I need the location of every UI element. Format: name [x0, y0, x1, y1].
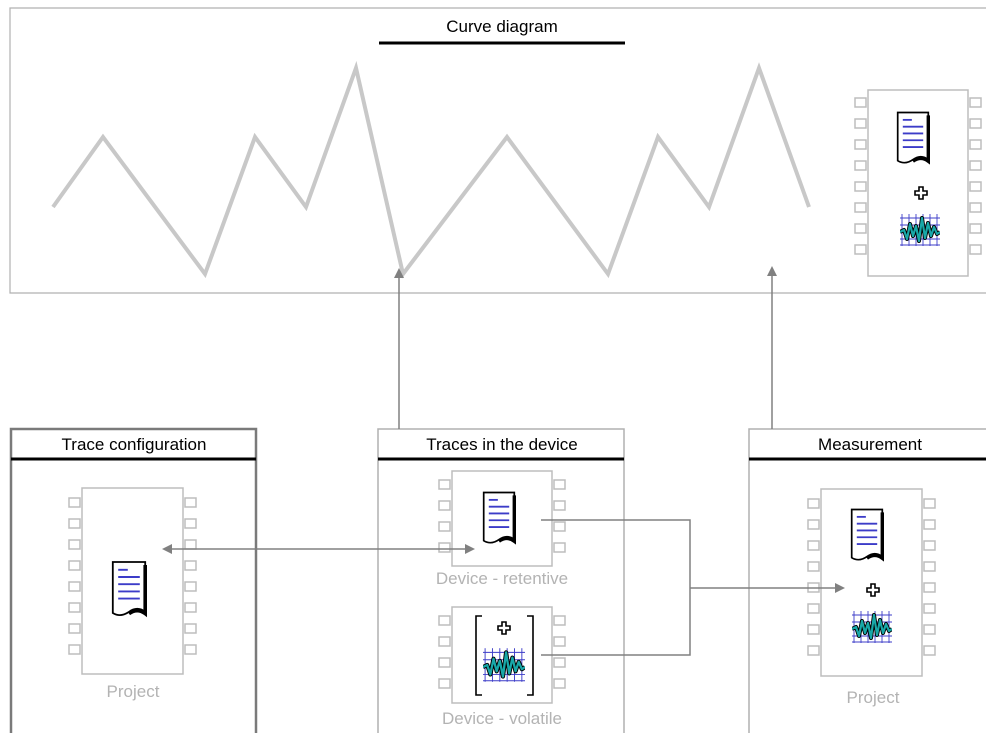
document-icon [850, 507, 884, 562]
waveform-icon [483, 648, 525, 682]
traces-in-device-panel: Traces in the device Device - retentive [377, 428, 625, 733]
waveform-icon [852, 609, 892, 645]
traces-in-device-frame [377, 428, 625, 733]
curve-diagram-title: Curve diagram [446, 17, 558, 36]
curve-diagram-frame [9, 7, 986, 294]
volatile-bracket [475, 615, 534, 696]
traces-in-device-title: Traces in the device [426, 435, 578, 454]
trace-configuration-chip-label: Project [107, 682, 160, 701]
measurement-frame [748, 428, 986, 733]
curve-diagram-panel: Curve diagram [9, 7, 986, 294]
measurement-chip-label: Project [847, 688, 900, 707]
connectors [162, 266, 845, 656]
connector-volatile [541, 588, 691, 656]
document-icon [482, 490, 516, 545]
document-icon [896, 110, 930, 165]
document-icon [111, 560, 147, 617]
retentive-label: Device - retentive [436, 569, 568, 588]
trace-curve [51, 60, 811, 279]
trace-configuration-frame [9, 427, 258, 733]
volatile-label: Device - volatile [442, 709, 562, 728]
connector-retentive [541, 519, 691, 588]
measurement-panel: Measurement Project [748, 428, 986, 733]
trace-configuration-title: Trace configuration [62, 435, 207, 454]
waveform-icon [900, 212, 940, 248]
measurement-title: Measurement [818, 435, 922, 454]
trace-configuration-panel: Trace configuration Project [9, 427, 258, 733]
